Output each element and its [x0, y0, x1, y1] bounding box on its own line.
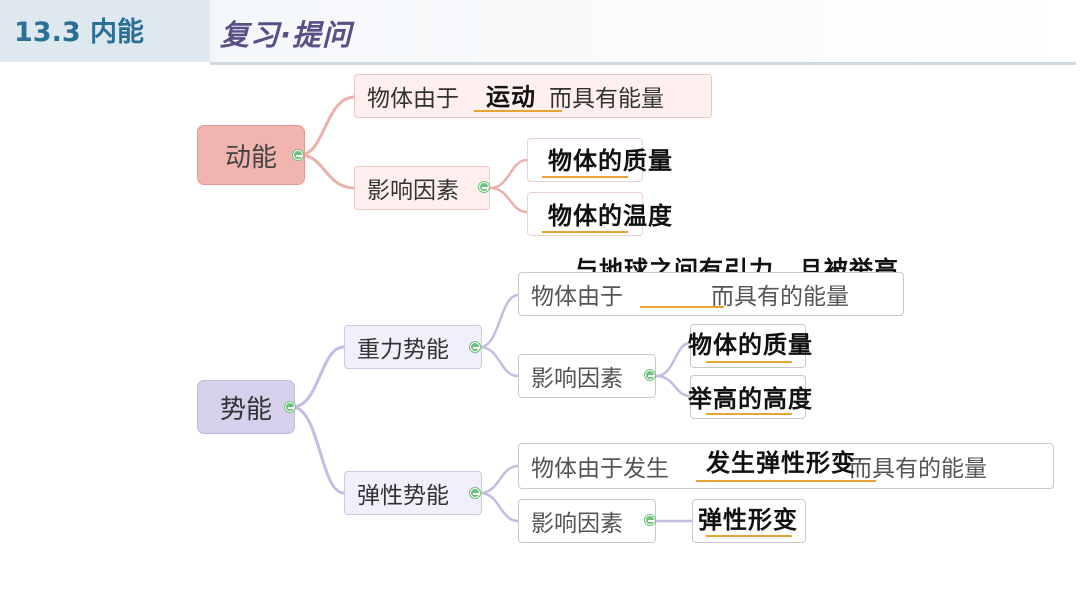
- node-kinetic-factor-1[interactable]: [527, 138, 643, 182]
- definition-suffix: 而具有的能量: [849, 456, 987, 482]
- node-elastic-definition[interactable]: 物体由于发生 而具有的能量: [518, 443, 1054, 489]
- node-potential-energy-label: 势能: [219, 394, 272, 425]
- connector-elastic-factors: [479, 491, 519, 523]
- factors-label: 影响因素: [531, 366, 623, 392]
- node-elastic-factors[interactable]: 影响因素: [518, 499, 656, 543]
- header-band-right: [210, 0, 1080, 62]
- collapse-toggle-icon[interactable]: [479, 182, 489, 192]
- node-gravity-definition[interactable]: 物体由于 而具有的能量: [518, 272, 904, 316]
- connector-kinetic-definition: [299, 95, 356, 157]
- connector-kinetic-factor-1: [489, 158, 528, 190]
- node-gravity-factor-2[interactable]: [690, 375, 806, 419]
- slide-subtitle: 复习·提问: [220, 18, 353, 52]
- node-kinetic-energy-label: 动能: [224, 142, 277, 173]
- node-potential-energy[interactable]: 势能: [197, 380, 295, 434]
- connector-kinetic-factors: [299, 153, 356, 190]
- answer-underline: [474, 110, 562, 112]
- connector-gravity-factor-2: [655, 374, 691, 398]
- connector-potential-gravity: [291, 345, 345, 409]
- node-label: 重力势能: [357, 337, 449, 363]
- answer-underline: [542, 176, 628, 178]
- connector-gravity-factors: [479, 345, 519, 378]
- definition-prefix: 物体由于: [367, 86, 459, 112]
- definition-prefix: 物体由于: [531, 284, 623, 310]
- node-kinetic-energy[interactable]: 动能: [197, 125, 305, 185]
- answer-underline: [706, 535, 792, 537]
- connector-gravity-factor-1: [655, 341, 691, 378]
- factors-label: 影响因素: [531, 511, 623, 537]
- definition-suffix: 而具有能量: [549, 86, 664, 112]
- collapse-toggle-icon[interactable]: [285, 402, 295, 412]
- node-elastic-potential-energy[interactable]: 弹性势能: [344, 471, 482, 515]
- collapse-toggle-icon[interactable]: [470, 488, 480, 498]
- header-divider: [210, 62, 1076, 65]
- header-band: [0, 0, 210, 62]
- answer-underline: [640, 306, 724, 308]
- handwritten-answer: 举高的高度: [688, 385, 813, 413]
- node-label: 弹性势能: [357, 483, 449, 509]
- node-gravitational-potential-energy[interactable]: 重力势能: [344, 325, 482, 369]
- definition-suffix: 而具有的能量: [711, 284, 849, 310]
- factors-label: 影响因素: [367, 178, 459, 204]
- answer-underline: [696, 480, 876, 482]
- connector-kinetic-factor-2: [489, 186, 528, 214]
- handwritten-answer: 运动: [486, 83, 536, 111]
- collapse-toggle-icon[interactable]: [645, 370, 655, 380]
- collapse-toggle-icon[interactable]: [470, 342, 480, 352]
- answer-underline: [706, 413, 792, 415]
- answer-underline: [706, 361, 792, 363]
- collapse-toggle-icon[interactable]: [293, 150, 303, 160]
- handwritten-answer: 物体的温度: [548, 202, 673, 230]
- connector-gravity-definition: [479, 293, 519, 349]
- node-kinetic-factors[interactable]: 影响因素: [354, 166, 490, 210]
- answer-underline: [542, 231, 628, 233]
- node-gravity-factor-1[interactable]: [690, 324, 806, 368]
- handwritten-answer: 弹性形变: [698, 506, 798, 534]
- section-title: 13.3 内能: [14, 17, 145, 48]
- handwritten-answer: 发生弹性形变: [706, 449, 856, 477]
- connector-potential-elastic: [291, 405, 345, 495]
- node-kinetic-factor-2[interactable]: [527, 192, 643, 236]
- collapse-toggle-icon[interactable]: [645, 515, 655, 525]
- handwritten-answer: 物体的质量: [688, 331, 813, 359]
- connector-elastic-definition: [479, 464, 519, 495]
- definition-prefix: 物体由于发生: [531, 456, 669, 482]
- node-gravity-factors[interactable]: 影响因素: [518, 354, 656, 398]
- handwritten-answer: 物体的质量: [548, 147, 673, 175]
